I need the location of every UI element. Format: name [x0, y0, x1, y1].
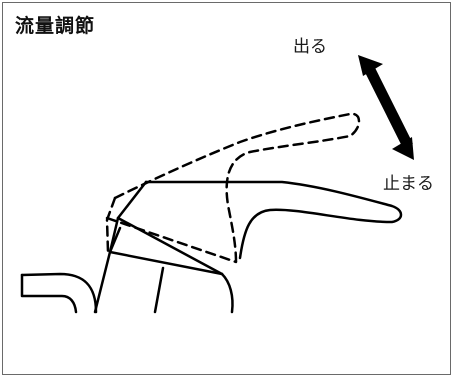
- faucet-body: [93, 226, 234, 314]
- close-label: 止まる: [383, 174, 434, 194]
- lever-open: [105, 112, 361, 264]
- double-headed-arrow-icon: [358, 55, 414, 160]
- spout-pipe: [20, 272, 98, 314]
- open-label: 出る: [293, 37, 327, 57]
- diagram-title: 流量調節: [15, 15, 96, 37]
